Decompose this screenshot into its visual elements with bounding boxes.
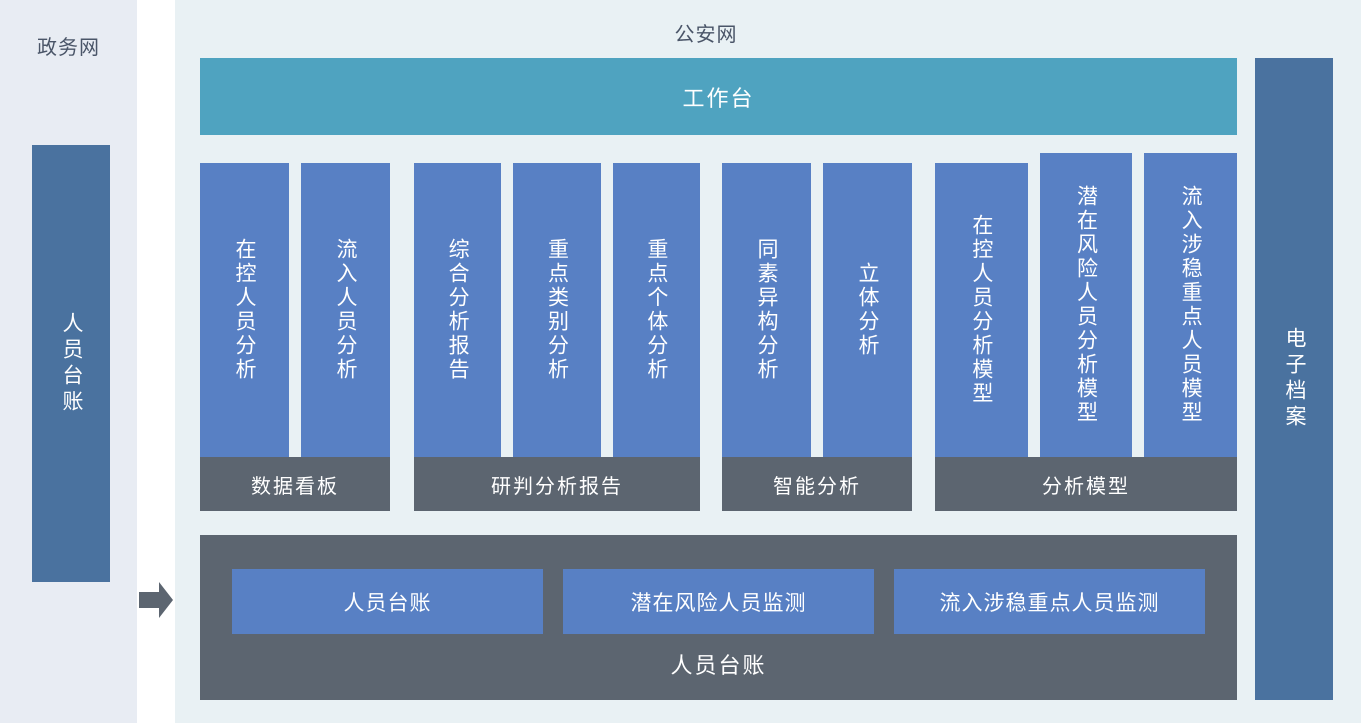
capability-column-label: 立体分析 [856, 262, 879, 358]
capability-column-label: 流入涉稳重点人员模型 [1179, 185, 1203, 425]
capability-column-label: 流入人员分析 [334, 238, 357, 382]
capability-column-label: 综合分析报告 [446, 238, 470, 382]
electronic-archive-label: 电子档案 [1283, 327, 1306, 431]
capability-column-list: 综合分析报告 重点类别分析 重点个体分析 [414, 163, 700, 457]
capability-column[interactable]: 同素异构分析 [722, 163, 811, 457]
capability-column[interactable]: 潜在风险人员分析模型 [1039, 153, 1133, 457]
capability-groups-row: 在控人员分析 流入人员分析数据看板 综合分析报告 重点类别分析 重点个体分析研判分析报告… [200, 153, 1238, 511]
capability-column[interactable]: 在控人员分析模型 [935, 163, 1028, 457]
capability-group: 综合分析报告 重点类别分析 重点个体分析研判分析报告 [414, 163, 700, 511]
ledger-card-label: 流入涉稳重点人员监测 [939, 591, 1160, 615]
personnel-ledger-source-bar[interactable]: 人员台账 [32, 145, 110, 582]
capability-column[interactable]: 综合分析报告 [414, 163, 502, 457]
ledger-panel-label: 人员台账 [670, 653, 767, 678]
capability-column-label: 同素异构分析 [755, 238, 778, 382]
capability-column[interactable]: 在控人员分析 [200, 163, 289, 457]
capability-column-label: 潜在风险人员分析模型 [1074, 185, 1098, 425]
capability-column-label: 在控人员分析 [233, 238, 256, 382]
capability-column-list: 同素异构分析 立体分析 [722, 163, 912, 457]
ledger-card-label: 潜在风险人员监测 [630, 591, 807, 615]
capability-group-footer-label: 数据看板 [251, 475, 339, 498]
public-security-network-panel: 公安网 工作台 在控人员分析 流入人员分析数据看板 综合分析报告 重点类别分析 重点个体… [175, 0, 1361, 723]
electronic-archive-bar[interactable]: 电子档案 [1255, 58, 1333, 700]
capability-column-list: 在控人员分析 流入人员分析 [200, 163, 390, 457]
capability-group-footer-label: 智能分析 [773, 475, 861, 498]
ledger-card-label: 人员台账 [343, 591, 432, 615]
capability-group: 同素异构分析 立体分析智能分析 [722, 163, 912, 511]
workbench-label: 工作台 [682, 85, 755, 111]
capability-column-list: 在控人员分析模型 潜在风险人员分析模型 流入涉稳重点人员模型 [935, 153, 1238, 457]
capability-group-footer[interactable]: 智能分析 [722, 457, 912, 511]
workbench-bar[interactable]: 工作台 [200, 58, 1237, 135]
right-arrow-icon [137, 578, 175, 622]
government-network-panel: 政务网 人员台账 [0, 0, 137, 723]
public-security-network-title: 公安网 [674, 24, 738, 46]
ledger-card[interactable]: 人员台账 [232, 569, 543, 634]
capability-group: 在控人员分析模型 潜在风险人员分析模型 流入涉稳重点人员模型分析模型 [935, 153, 1238, 511]
capability-group: 在控人员分析 流入人员分析数据看板 [200, 163, 390, 511]
capability-column-label: 在控人员分析模型 [969, 214, 993, 406]
capability-group-footer[interactable]: 数据看板 [200, 457, 390, 511]
capability-column[interactable]: 重点个体分析 [612, 163, 700, 457]
ledger-card-list: 人员台账 潜在风险人员监测 流入涉稳重点人员监测 [232, 569, 1205, 634]
capability-column-label: 重点个体分析 [644, 238, 668, 382]
capability-column[interactable]: 流入涉稳重点人员模型 [1144, 153, 1238, 457]
capability-group-footer[interactable]: 分析模型 [935, 457, 1237, 511]
ledger-card[interactable]: 潜在风险人员监测 [563, 569, 874, 634]
capability-group-footer-label: 分析模型 [1042, 475, 1130, 498]
capability-column[interactable]: 立体分析 [823, 163, 912, 457]
capability-column[interactable]: 重点类别分析 [513, 163, 601, 457]
capability-group-footer-label: 研判分析报告 [491, 475, 623, 498]
capability-group-footer[interactable]: 研判分析报告 [414, 457, 700, 511]
government-network-title: 政务网 [37, 37, 100, 59]
capability-column[interactable]: 流入人员分析 [301, 163, 390, 457]
capability-column-label: 重点类别分析 [545, 238, 569, 382]
ledger-panel: 人员台账 潜在风险人员监测 流入涉稳重点人员监测 人员台账 [200, 535, 1237, 700]
ledger-card[interactable]: 流入涉稳重点人员监测 [894, 569, 1205, 634]
personnel-ledger-source-label: 人员台账 [60, 311, 83, 416]
